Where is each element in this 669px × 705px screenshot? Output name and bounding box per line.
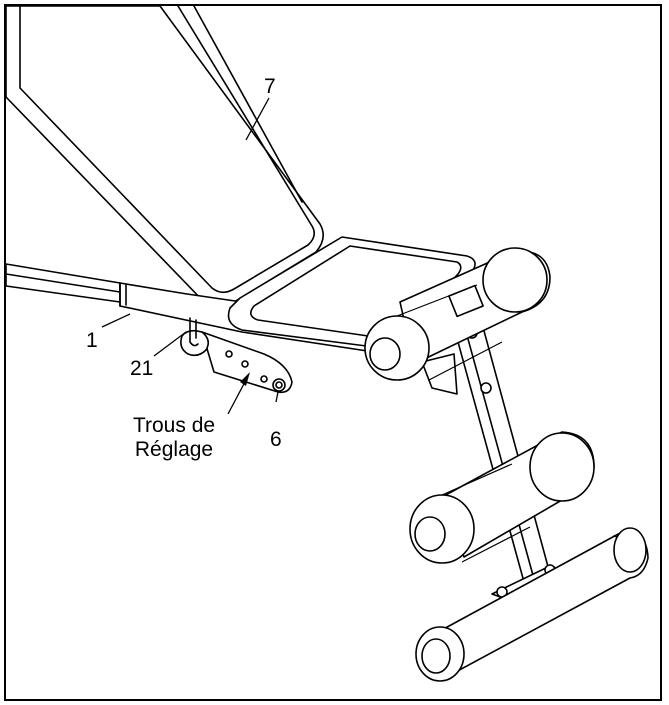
- leader-lines: [101, 97, 279, 415]
- adjustment-holes-label: Trous de Réglage: [110, 414, 238, 461]
- callout-1: 1: [86, 329, 98, 352]
- adjustment-bracket: [201, 331, 293, 394]
- bench-assembly-drawing: [6, 6, 649, 682]
- adjustment-holes-line2: Réglage: [134, 437, 214, 461]
- adjustment-pin: [180, 317, 210, 357]
- diagram-frame: 7 1 21 6 Trous de Réglage: [4, 4, 662, 701]
- callout-21: 21: [130, 357, 154, 380]
- base-foot-bar: [415, 527, 649, 682]
- arrow-head: [240, 372, 250, 386]
- callout-7: 7: [264, 75, 276, 98]
- lower-leg-roller: [409, 431, 595, 564]
- backrest-pad: [6, 6, 324, 309]
- upper-leg-roller: [364, 247, 551, 381]
- adjustment-holes-line1: Trous de: [132, 414, 216, 437]
- callout-6: 6: [270, 428, 282, 451]
